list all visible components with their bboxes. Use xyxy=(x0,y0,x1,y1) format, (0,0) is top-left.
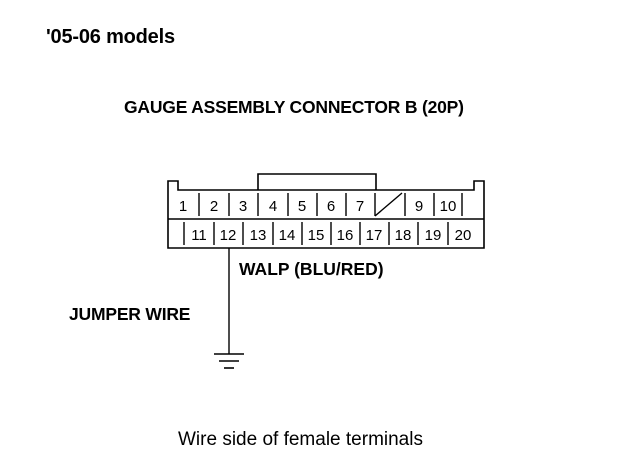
terminal-7-label: 7 xyxy=(356,198,364,215)
terminal-9-label: 9 xyxy=(415,198,423,215)
connector-title: GAUGE ASSEMBLY CONNECTOR B (20P) xyxy=(124,97,464,117)
terminal-13-label: 13 xyxy=(250,227,267,244)
terminal-view-caption: Wire side of female terminals xyxy=(178,429,423,450)
terminal-15-label: 15 xyxy=(308,227,325,244)
terminal-12-label: 12 xyxy=(220,227,237,244)
terminal-3-label: 3 xyxy=(239,198,247,215)
terminal-10-label: 10 xyxy=(440,198,457,215)
wire-color-label: WALP (BLU/RED) xyxy=(239,259,384,279)
terminal-17-label: 17 xyxy=(366,227,383,244)
terminal-11-label: 11 xyxy=(191,227,207,244)
terminal-16-label: 16 xyxy=(337,227,354,244)
models-heading: '05-06 models xyxy=(46,26,175,48)
terminal-20-label: 20 xyxy=(455,227,472,244)
terminal-14-label: 14 xyxy=(279,227,296,244)
terminal-1-label: 1 xyxy=(179,198,187,215)
connector-latch xyxy=(257,173,377,190)
jumper-wire-label: JUMPER WIRE xyxy=(69,304,191,324)
terminal-5-label: 5 xyxy=(298,198,306,215)
terminal-4-label: 4 xyxy=(269,198,277,215)
terminal-2-label: 2 xyxy=(210,198,218,215)
terminal-18-label: 18 xyxy=(395,227,412,244)
connector-housing xyxy=(167,180,485,249)
ground-symbol-icon xyxy=(214,353,244,369)
terminal-19-label: 19 xyxy=(425,227,442,244)
terminal-6-label: 6 xyxy=(327,198,335,215)
plug-slot-mark xyxy=(374,192,403,217)
